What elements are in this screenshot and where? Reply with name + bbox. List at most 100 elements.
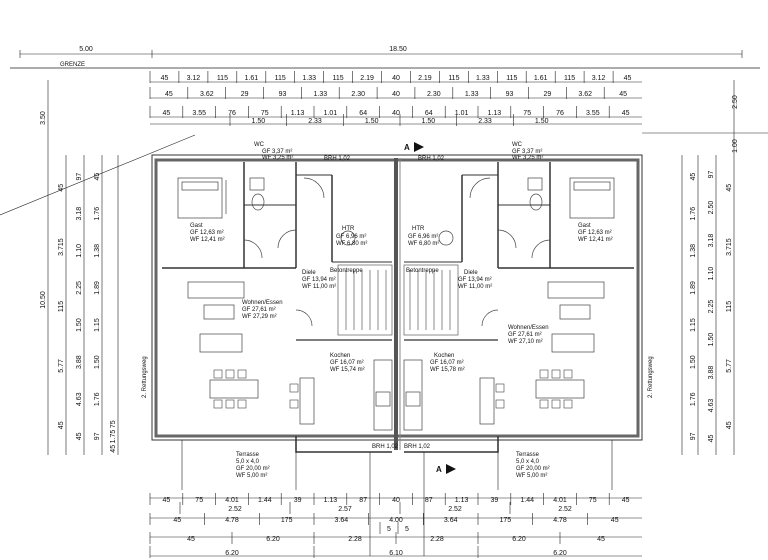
svg-text:Gast: Gast xyxy=(190,223,203,229)
dimension-label: 3.55 xyxy=(586,110,600,117)
dimension-label: 45 xyxy=(110,445,117,453)
dimension-label: 93 xyxy=(279,91,287,98)
svg-text:Kochen: Kochen xyxy=(434,353,454,359)
dimension-label: 5.77 xyxy=(726,359,733,373)
svg-text:Diele: Diele xyxy=(302,270,316,276)
dimension-label: 2.28 xyxy=(348,536,362,543)
dimension-label: 45 xyxy=(624,75,632,82)
dimension-label: 1.89 xyxy=(94,281,101,295)
furniture xyxy=(177,177,615,431)
dimension-label: 75 xyxy=(589,497,597,504)
dimension-label: 1.76 xyxy=(94,207,101,221)
dimension-label: 1.13 xyxy=(455,497,469,504)
dimension-label: 45 xyxy=(161,75,169,82)
dimension-label: 6.20 xyxy=(512,536,526,543)
svg-text:WF 3,25 m²: WF 3,25 m² xyxy=(512,155,543,161)
dimension-label: 1.13 xyxy=(324,497,338,504)
brh-label-left: BRH 1,02 xyxy=(324,156,351,162)
dimension-label: 97 xyxy=(94,432,101,440)
dimension-label: 45 xyxy=(611,517,619,524)
dimension-label: 1.76 xyxy=(690,207,697,221)
dimension-label: 115 xyxy=(448,75,459,82)
dimension-label: 6.20 xyxy=(225,550,239,557)
dimension-label: 1.33 xyxy=(313,91,327,98)
dimension-label: 45 xyxy=(76,432,83,440)
room-kochen-right: Kochen GF 16,07 m² WF 15,78 m² xyxy=(430,353,465,373)
room-wohnen-right: Wohnen/Essen GF 27,61 m² WF 27,10 m² xyxy=(508,325,549,345)
svg-text:WF 5,00 m²: WF 5,00 m² xyxy=(236,473,267,479)
section-marker-bottom: A xyxy=(436,464,456,474)
dim-left-total: 5.00 xyxy=(79,46,93,53)
svg-text:GF 20,00 m²: GF 20,00 m² xyxy=(516,466,550,472)
dimension-label: 115 xyxy=(726,301,733,312)
top-dimension-lines xyxy=(10,50,760,125)
dimension-label: 87 xyxy=(359,497,367,504)
dimension-label: 175 xyxy=(499,517,511,524)
dimension-label: 115 xyxy=(564,75,575,82)
dimension-label: 5 xyxy=(405,526,409,533)
dimension-label: 3.55 xyxy=(192,110,206,117)
dimension-label: 1.13 xyxy=(291,110,305,117)
dimension-label: 97 xyxy=(690,432,697,440)
dim-right-outer-mid: 1.00 xyxy=(732,139,739,153)
svg-text:Diele: Diele xyxy=(464,270,478,276)
room-wc-right: WC GF 3,37 m² WF 3,25 m² xyxy=(512,142,543,161)
dimension-label: 39 xyxy=(294,497,302,504)
dimension-label: 1.44 xyxy=(258,497,272,504)
dim-left-outer-top: 3.50 xyxy=(40,111,47,125)
dimension-label: 45 xyxy=(187,536,195,543)
dimension-label: 1.33 xyxy=(465,91,479,98)
svg-text:WF 15,78 m²: WF 15,78 m² xyxy=(430,367,465,373)
dimension-label: 45 xyxy=(622,110,630,117)
dimension-label: 2.57 xyxy=(338,506,352,513)
dimension-label: 40 xyxy=(392,91,400,98)
dimension-label: 45 xyxy=(726,421,733,429)
svg-text:HTR: HTR xyxy=(342,226,355,232)
dimension-label: 64 xyxy=(359,110,367,117)
dimension-label: 1.13 xyxy=(488,110,502,117)
brh-label-bottom-right: BRH 1,02 xyxy=(404,444,431,450)
svg-text:GF 3,37 m²: GF 3,37 m² xyxy=(262,149,292,155)
dimension-label: 2.28 xyxy=(430,536,444,543)
dimension-label: 45 xyxy=(58,184,65,192)
dimension-label: 1.50 xyxy=(365,118,379,125)
dimension-label: 1.01 xyxy=(324,110,338,117)
dimension-label: 2.19 xyxy=(418,75,432,82)
dimension-label: 76 xyxy=(228,110,236,117)
svg-text:GF 20,00 m²: GF 20,00 m² xyxy=(236,466,270,472)
dimension-label: 4.00 xyxy=(389,517,403,524)
dimension-label: 6.10 xyxy=(389,550,403,557)
dimension-label: 5.77 xyxy=(58,359,65,373)
dimension-label: 1.38 xyxy=(94,244,101,258)
dimension-label: 40 xyxy=(392,110,400,117)
dimension-label: 75 xyxy=(261,110,269,117)
dimension-label: 3.62 xyxy=(578,91,592,98)
svg-text:WF 27,29 m²: WF 27,29 m² xyxy=(242,314,277,320)
dimension-label: 2.33 xyxy=(308,118,322,125)
dimension-label: 3.18 xyxy=(708,234,715,248)
dimension-label: 2.52 xyxy=(448,506,462,513)
svg-text:Terrasse: Terrasse xyxy=(236,452,260,458)
dimension-label: 1.44 xyxy=(520,497,534,504)
dimension-label: 3.18 xyxy=(76,207,83,221)
dimension-label: 45 xyxy=(726,184,733,192)
svg-text:WF 6,80 m²: WF 6,80 m² xyxy=(408,241,439,247)
dimension-label: 115 xyxy=(333,75,344,82)
room-diele-right: Diele GF 13,94 m² WF 11,00 m² xyxy=(458,270,492,290)
dimension-label: 4.01 xyxy=(225,497,239,504)
side-dimension-lines xyxy=(0,80,768,455)
svg-text:GF 16,07 m²: GF 16,07 m² xyxy=(430,360,464,366)
svg-text:HTR: HTR xyxy=(412,226,425,232)
dimension-label: 45 xyxy=(163,497,171,504)
dimension-label: 2.30 xyxy=(427,91,441,98)
svg-text:GF 6,96 m²: GF 6,96 m² xyxy=(336,234,366,240)
dimension-label: 40 xyxy=(392,75,400,82)
room-htr-left: HTR GF 6,96 m² WF 6,80 m² xyxy=(336,226,367,247)
room-gast-left: Gast GF 12,63 m² WF 12,41 m² xyxy=(190,223,225,243)
svg-text:WF 3,25 m²: WF 3,25 m² xyxy=(262,155,293,161)
